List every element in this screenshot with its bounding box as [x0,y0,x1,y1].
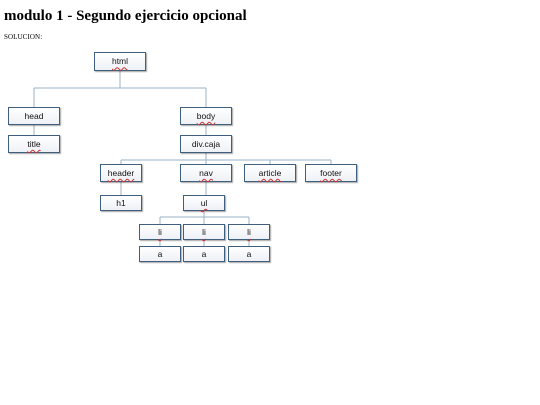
node-h1-label: h1 [116,197,126,208]
solution-label: SOLUCION: [4,33,43,41]
node-a-2: a [183,246,225,262]
node-title-label: title [27,138,41,149]
node-a-1-label: a [157,248,163,259]
node-nav-label: nav [199,167,213,178]
node-a-3-label: a [246,248,252,259]
node-body: body [180,107,232,125]
node-div-caja: div.caja [180,135,232,153]
node-h1: h1 [100,195,142,211]
node-body-label: body [196,110,216,121]
node-a-3: a [228,246,270,262]
node-html: html [94,52,146,71]
node-ul: ul [183,195,225,211]
page-title: modulo 1 - Segundo ejercicio opcional [4,8,247,24]
node-li-2: li [183,224,225,240]
node-head-label: head [24,110,44,121]
node-ul-label: ul [200,197,208,208]
node-article: article [244,164,296,182]
node-footer: footer [305,164,357,182]
node-title: title [8,135,60,153]
node-header: header [100,164,142,182]
node-html-label: html [111,56,129,67]
node-header-label: header [107,167,135,178]
node-a-2-label: a [201,248,207,259]
node-article-label: article [258,167,282,178]
node-li-3-label: li [247,226,251,237]
node-li-3: li [228,224,270,240]
node-a-1: a [139,246,181,262]
node-div-caja-label: div.caja [191,138,221,149]
node-li-2-label: li [202,226,206,237]
node-footer-label: footer [320,167,342,178]
node-nav: nav [180,164,232,182]
node-li-1-label: li [158,226,162,237]
node-li-1: li [139,224,181,240]
node-head: head [8,107,60,125]
